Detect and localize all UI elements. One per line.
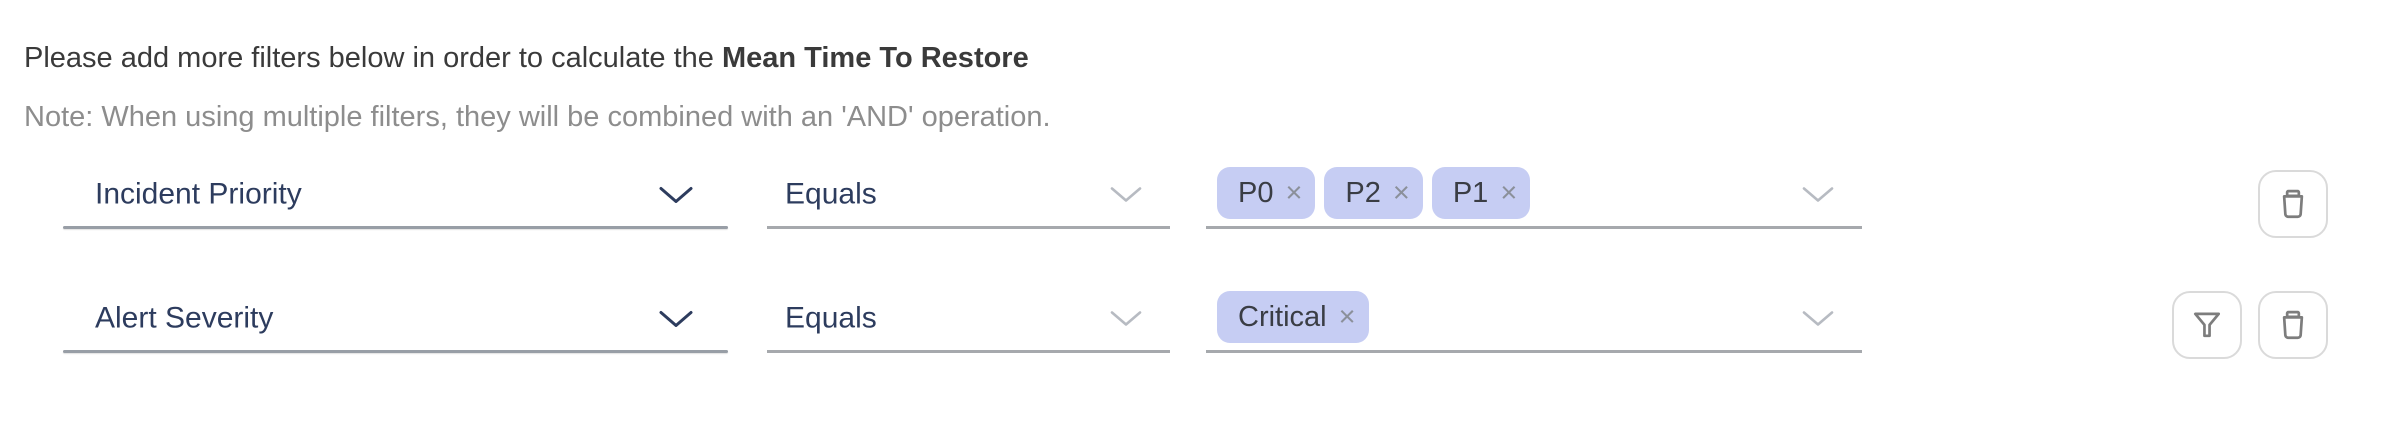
remove-value-icon[interactable]: × [1500,176,1518,209]
remove-value-icon[interactable]: × [1392,176,1410,209]
chevron-down-icon [1110,186,1142,202]
field-select-underline [63,226,728,229]
metric-name: Mean Time To Restore [722,42,1029,74]
operator-select-underline [767,226,1170,229]
field-select-underline [63,350,728,353]
remove-value-icon[interactable]: × [1338,300,1356,333]
trash-icon [2282,310,2304,340]
field-select-value: Incident Priority [95,176,302,210]
filter-funnel-icon [2193,312,2221,338]
operator-select-value: Equals [785,176,877,210]
remove-value-icon[interactable]: × [1285,176,1303,209]
values-multiselect[interactable]: P0 × P2 × P1 × [1206,160,1862,229]
value-chip: Critical × [1217,291,1369,343]
trash-icon [2282,189,2304,219]
value-chip: P2 × [1324,167,1423,219]
filter-row: Incident Priority Equals P0 × P2 × P1 [0,160,2408,229]
delete-filter-button[interactable] [2258,291,2328,359]
value-chip-label: P2 [1345,176,1381,209]
chevron-down-icon [1802,310,1834,326]
field-select[interactable]: Alert Severity [63,284,728,353]
and-operation-note: Note: When using multiple filters, they … [24,101,1051,133]
chevron-down-icon [659,186,693,203]
operator-select[interactable]: Equals [767,284,1170,353]
instructions-text: Please add more filters below in order t… [24,40,1029,76]
field-select[interactable]: Incident Priority [63,160,728,229]
chevron-down-icon [1802,186,1834,202]
operator-select[interactable]: Equals [767,160,1170,229]
values-select-underline [1206,350,1862,353]
operator-select-value: Equals [785,300,877,334]
values-select-underline [1206,226,1862,229]
chevron-down-icon [659,310,693,327]
value-chip: P1 × [1431,167,1531,219]
filter-row: Alert Severity Equals Critical × [0,284,2408,353]
apply-filter-button[interactable] [2172,291,2242,359]
value-chip-label: P0 [1238,176,1274,209]
operator-select-underline [767,350,1170,353]
delete-filter-button[interactable] [2258,170,2328,238]
instructions-intro: Please add more filters below in order t… [24,42,714,74]
selected-values: Critical × [1217,284,1369,350]
value-chip: P0 × [1217,167,1316,219]
field-select-value: Alert Severity [95,300,274,334]
value-chip-label: P1 [1452,176,1489,209]
value-chip-label: Critical [1238,300,1327,333]
values-multiselect[interactable]: Critical × [1206,284,1862,353]
chevron-down-icon [1110,310,1142,326]
selected-values: P0 × P2 × P1 × [1217,160,1531,226]
